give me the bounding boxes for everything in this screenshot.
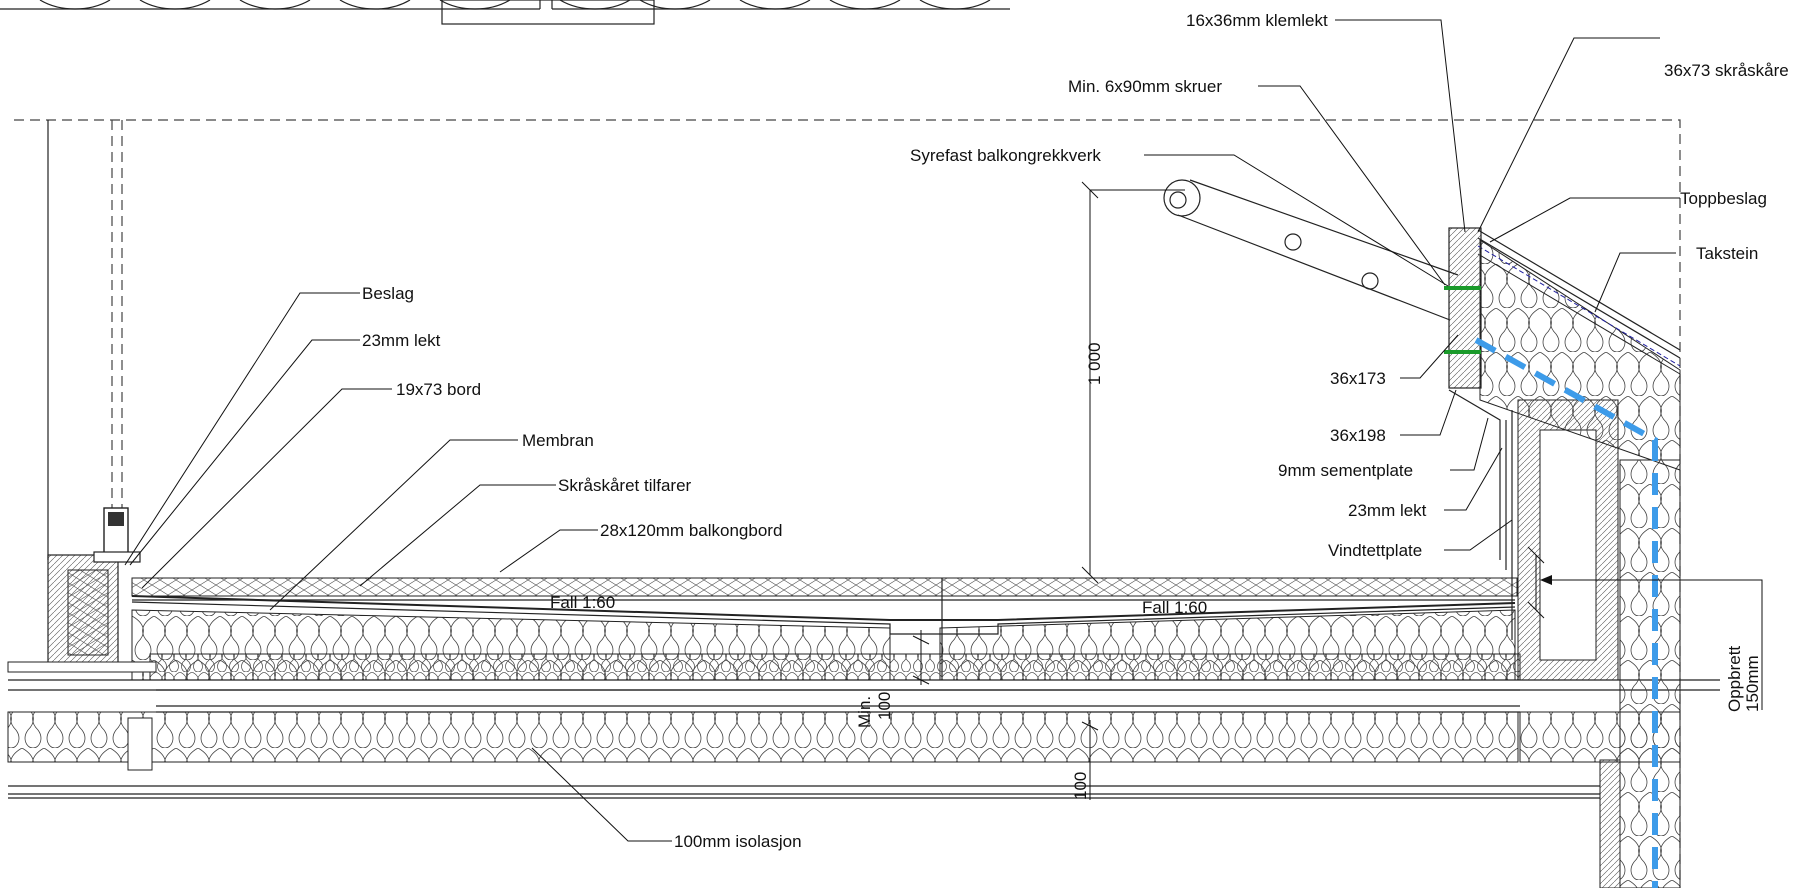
label-oppbrett-mm: 150mm — [1743, 655, 1762, 712]
label-lekt23-right: 23mm lekt — [1348, 501, 1427, 520]
label-tilfarer: Skråskåret tilfarer — [558, 476, 692, 495]
label-rekkverk: Syrefast balkongrekkverk — [910, 146, 1101, 165]
label-oppbrett: Oppbrett — [1725, 646, 1744, 712]
label-vindtettplate: Vindtettplate — [1328, 541, 1422, 560]
railing-arm — [1163, 179, 1459, 321]
label-36x173: 36x173 — [1330, 369, 1386, 388]
label-balkongbord: 28x120mm balkongbord — [600, 521, 782, 540]
balcony-insulation-layers — [7, 577, 1521, 681]
label-sementplate: 9mm sementplate — [1278, 461, 1413, 480]
label-skraskare: 36x73 skråskåre — [1664, 61, 1789, 80]
label-isolasjon: 100mm isolasjon — [674, 832, 802, 851]
label-bord: 19x73 bord — [396, 380, 481, 399]
label-toppbeslag: Toppbeslag — [1680, 189, 1767, 208]
leader-lines — [124, 19, 1680, 842]
dimension-1000 — [1081, 181, 1185, 584]
label-36x198: 36x198 — [1330, 426, 1386, 445]
label-lekt23-left: 23mm lekt — [362, 331, 441, 350]
boundary-dashed-line — [14, 119, 1681, 888]
exterior-wall — [1511, 399, 1681, 888]
label-membran: Membran — [522, 431, 594, 450]
label-fall-left: Fall 1:60 — [550, 593, 615, 612]
label-fall-right: Fall 1:60 — [1142, 598, 1207, 617]
label-min-100: 100 — [875, 692, 894, 720]
label-dim-100: 100 — [1071, 772, 1090, 800]
label-min: Min. — [855, 696, 874, 728]
label-takstein: Takstein — [1696, 244, 1758, 263]
dimension-oppbrett — [1527, 546, 1763, 710]
wind-barrier-line — [1474, 337, 1658, 888]
label-skruer: Min. 6x90mm skruer — [1068, 77, 1222, 96]
label-klemlekt: 16x36mm klemlekt — [1186, 11, 1328, 30]
door-threshold — [47, 507, 141, 666]
roof-section — [1477, 229, 1681, 471]
label-beslag: Beslag — [362, 284, 414, 303]
top-partial-detail — [0, 0, 1010, 25]
label-dim-1000: 1 000 — [1085, 342, 1104, 385]
